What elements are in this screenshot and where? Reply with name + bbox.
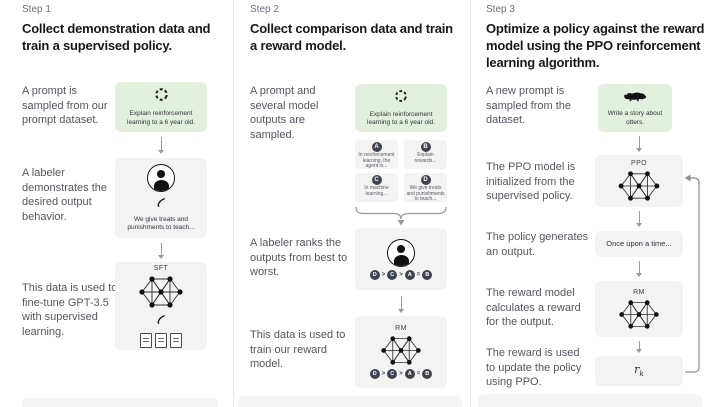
arrow-down-icon <box>156 137 166 154</box>
output-badge: D <box>420 175 431 185</box>
otter-icon <box>623 89 647 107</box>
prompt-text: Write a story about otters. <box>607 110 663 126</box>
ppo-label: PPO <box>631 160 647 167</box>
step-3-reward-box: rk <box>595 356 683 386</box>
rm-label: RM <box>395 325 407 332</box>
rm-label: RM <box>633 288 645 296</box>
output-badge: C <box>371 175 382 185</box>
reward-scalar: rk <box>634 363 644 379</box>
curly-brace-icon <box>355 206 447 226</box>
refresh-loop-icon <box>394 89 408 108</box>
output-card-c: C In machine learning... <box>355 173 398 202</box>
step-3-output-box: Once upon a time... <box>595 231 683 257</box>
column-divider <box>233 0 234 407</box>
step-3-annotation-rm-calc: The reward model calculates a reward for… <box>486 287 581 328</box>
quill-icon <box>156 195 167 213</box>
step-2-annotation-train-rm: This data is used to train our reward mo… <box>250 329 346 370</box>
documents-icon <box>140 332 182 348</box>
ranking-row: D>C>A=B <box>369 269 433 280</box>
step-2-prompt-box: Explain reinforcement learning to a 6 ye… <box>355 84 447 132</box>
step-2-annotation-sampled: A prompt and several model outputs are s… <box>250 85 319 141</box>
step-1-annotation-prompt: A prompt is sampled from our prompt data… <box>22 85 108 126</box>
feedback-loop-arrow <box>684 174 700 373</box>
prompt-text: Explain reinforcement learning to a 6 ye… <box>367 110 435 127</box>
step-1-prompt-box: Explain reinforcement learning to a 6 ye… <box>115 82 207 132</box>
step-2-labeler-box: D>C>A=B <box>355 228 447 290</box>
cutoff-box <box>478 394 702 407</box>
step-3-ppo-box: PPO <box>595 155 683 207</box>
output-text: Explain rewards... <box>414 152 437 164</box>
labeler-person-icon <box>147 163 175 192</box>
step-2-label: Step 2 <box>250 4 279 15</box>
step-1-sft-box: SFT <box>115 262 207 350</box>
ranking-row: D>C>A=B <box>369 369 433 379</box>
output-card-a: A In reinforcement learning, the agent i… <box>355 140 398 169</box>
output-card-d: D We give treats and punishments to teac… <box>404 173 447 202</box>
column-divider <box>470 0 471 407</box>
cutoff-box <box>22 398 218 407</box>
step-1-labeler-box: We give treats and punishments to teach.… <box>115 158 207 238</box>
arrow-down-icon <box>396 296 406 313</box>
labeler-person-icon <box>387 238 415 267</box>
cutoff-box <box>238 396 462 407</box>
step-2-annotation-ranks: A labeler ranks the outputs from best to… <box>250 237 348 278</box>
neural-network-icon <box>618 299 660 330</box>
labeler-demo-text: We give treats and punishments to teach.… <box>127 215 195 232</box>
neural-network-icon <box>380 335 422 366</box>
neural-network-icon <box>138 275 184 309</box>
neural-network-icon <box>617 170 661 202</box>
refresh-loop-icon <box>154 87 169 107</box>
arrow-down-icon <box>634 341 644 353</box>
step-1-label: Step 1 <box>22 4 51 15</box>
step-3-label: Step 3 <box>486 4 515 15</box>
step-1-annotation-labeler: A labeler demonstrates the desired outpu… <box>22 167 107 223</box>
step-1-annotation-finetune: This data is used to fine-tune GPT-3.5 w… <box>22 282 118 338</box>
step-3-annotation-ppo-init: The PPO model is initialized from the su… <box>486 161 576 202</box>
sft-label: SFT <box>153 264 169 272</box>
output-text: In reinforcement learning, the agent is.… <box>358 152 395 169</box>
step-3-prompt-box: Write a story about otters. <box>598 84 672 132</box>
step-3-rm-box: RM <box>595 281 683 337</box>
output-text: We give treats and punishments to teach.… <box>406 185 445 202</box>
arrow-down-icon <box>634 136 644 152</box>
output-badge: A <box>371 142 382 152</box>
step-3-annotation-new-prompt: A new prompt is sampled from the dataset… <box>486 85 571 126</box>
output-text: In machine learning... <box>364 185 389 197</box>
step-3-annotation-update: The reward is used to update the policy … <box>486 347 582 388</box>
output-badge: B <box>420 142 431 152</box>
arrow-down-icon <box>156 243 166 259</box>
prompt-text: Explain reinforcement learning to a 6 ye… <box>127 110 195 126</box>
policy-output-text: Once upon a time... <box>606 238 672 248</box>
output-card-b: B Explain rewards... <box>404 140 447 169</box>
quill-icon <box>156 312 167 330</box>
step-2-title: Collect comparison data and train a rewa… <box>250 21 453 53</box>
arrow-down-icon <box>634 211 644 227</box>
step-3-title: Optimize a policy against the reward mod… <box>486 21 705 70</box>
arrow-down-icon <box>634 261 644 277</box>
step-3-annotation-generates: The policy generates an output. <box>486 231 589 258</box>
step-2-rm-box: RM D>C>A=B <box>355 316 447 388</box>
step-1-title: Collect demonstration data and train a s… <box>22 21 211 53</box>
